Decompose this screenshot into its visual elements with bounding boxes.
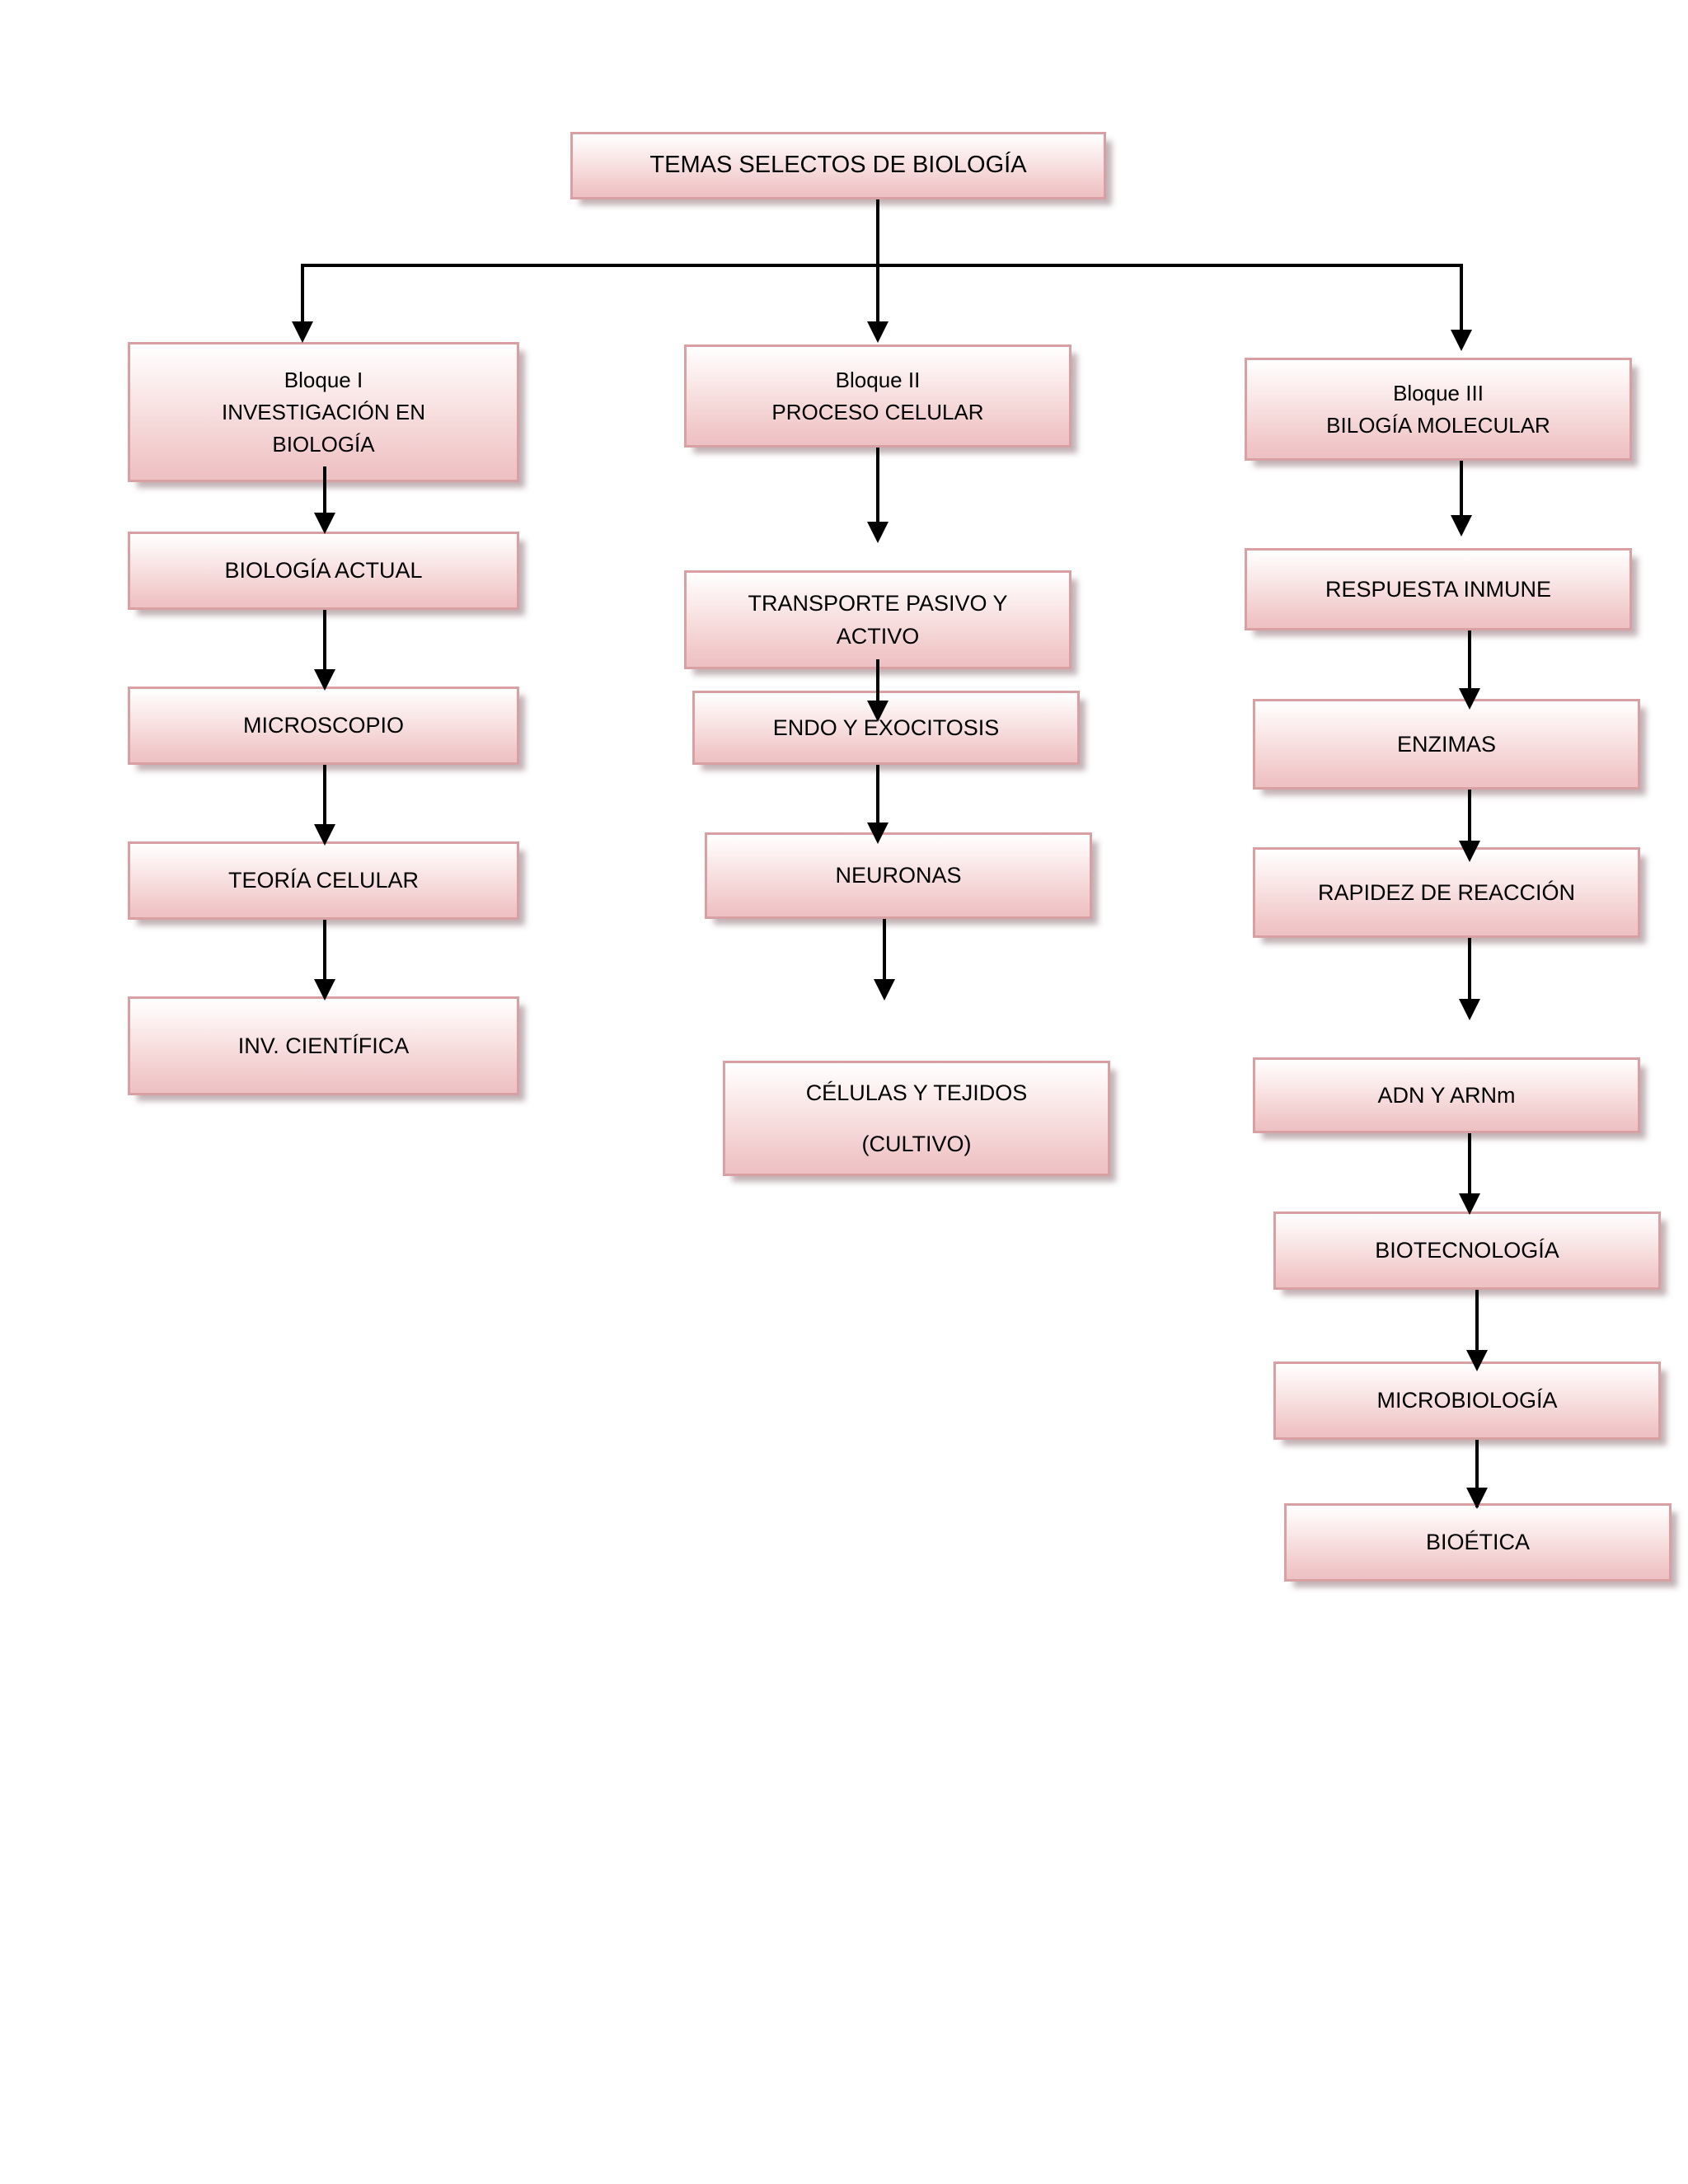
node-label: ENZIMAS xyxy=(1396,731,1496,757)
node-label: INV. CIENTÍFICA xyxy=(237,1033,410,1058)
node-label: RAPIDEZ DE REACCIÓN xyxy=(1317,879,1576,905)
node-label: BIOLOGÍA ACTUAL xyxy=(224,558,423,583)
arrowhead-biologia-actual xyxy=(314,513,335,534)
arrowhead-inv-cientifica xyxy=(314,979,335,1001)
node-label-line-1: Bloque II xyxy=(835,367,921,392)
connector-microscopio-to-teoria-celular xyxy=(323,765,326,834)
connector-endo-to-neuronas xyxy=(876,765,879,831)
node-endo-y-exocitosis[interactable]: ENDO Y EXOCITOSIS xyxy=(692,691,1080,765)
node-label: TEORÍA CELULAR xyxy=(227,868,420,893)
node-microbiologia[interactable]: MICROBIOLOGÍA xyxy=(1273,1361,1661,1440)
node-label-line-1: Bloque I xyxy=(284,367,363,392)
arrowhead-respuesta-inmune xyxy=(1451,515,1472,537)
node-temas-selectos-de-biologia[interactable]: TEMAS SELECTOS DE BIOLOGÍA xyxy=(570,132,1106,199)
connector-title-stem xyxy=(876,199,879,325)
arrowhead-rapidez-de-reaccion xyxy=(1459,841,1480,862)
node-bloque-3-header[interactable]: Bloque III BILOGÍA MOLECULAR xyxy=(1245,358,1632,461)
connector-biologia-actual-to-microscopio xyxy=(323,610,326,679)
connector-respuesta-to-enzimas xyxy=(1468,630,1471,698)
connector-transporte-to-endo-exocitosis xyxy=(876,659,879,709)
connector-teoria-celular-to-inv-cientifica xyxy=(323,920,326,989)
arrowhead-bloque-3 xyxy=(1451,330,1472,351)
node-label: NEURONAS xyxy=(835,863,962,888)
node-enzimas[interactable]: ENZIMAS xyxy=(1253,699,1640,790)
arrowhead-adn-y-arnm xyxy=(1459,999,1480,1020)
node-label: MICROSCOPIO xyxy=(242,713,404,738)
node-adn-y-arnm[interactable]: ADN Y ARNm xyxy=(1253,1057,1640,1133)
node-label: BIOÉTICA xyxy=(1425,1530,1531,1555)
connector-neuronas-to-celulas-tejidos xyxy=(883,919,886,991)
node-label-line-3: BIOLOGÍA xyxy=(272,431,375,457)
arrowhead-celulas-y-tejidos xyxy=(874,979,895,1001)
node-microscopio[interactable]: MICROSCOPIO xyxy=(128,687,519,765)
arrowhead-endo-y-exocitosis xyxy=(867,701,889,722)
arrowhead-bioetica xyxy=(1466,1488,1488,1509)
node-label-line-2: BILOGÍA MOLECULAR xyxy=(1326,412,1550,438)
connector-adn-to-biotecnologia xyxy=(1468,1133,1471,1206)
node-label-line-1: Bloque III xyxy=(1393,380,1484,405)
node-rapidez-de-reaccion[interactable]: RAPIDEZ DE REACCIÓN xyxy=(1253,847,1640,938)
arrowhead-microbiologia xyxy=(1466,1350,1488,1371)
connector-microbiologia-to-bioetica xyxy=(1475,1440,1479,1507)
connector-bloque2-to-transporte xyxy=(876,448,879,532)
node-label-line-1: CÉLULAS Y TEJIDOS xyxy=(805,1080,1028,1105)
node-label-line-2: ACTIVO xyxy=(836,624,920,649)
connector-rapidez-to-adn-arnm xyxy=(1468,938,1471,1014)
arrowhead-teoria-celular xyxy=(314,824,335,846)
node-label-line-1: TRANSPORTE PASIVO Y xyxy=(748,590,1008,616)
arrowhead-microscopio xyxy=(314,669,335,691)
node-celulas-y-tejidos-cultivo[interactable]: CÉLULAS Y TEJIDOS (CULTIVO) xyxy=(723,1061,1110,1176)
node-biotecnologia[interactable]: BIOTECNOLOGÍA xyxy=(1273,1212,1661,1290)
arrowhead-bloque-2 xyxy=(867,321,889,343)
connector-bloque1-to-biologia-actual xyxy=(323,466,326,523)
node-label-line-2: INVESTIGACIÓN EN xyxy=(221,399,426,424)
node-label-line-2: PROCESO CELULAR xyxy=(771,399,984,424)
node-respuesta-inmune[interactable]: RESPUESTA INMUNE xyxy=(1245,548,1632,630)
node-label-line-2: (CULTIVO) xyxy=(861,1132,972,1156)
node-label: RESPUESTA INMUNE xyxy=(1325,576,1552,602)
node-biologia-actual[interactable]: BIOLOGÍA ACTUAL xyxy=(128,532,519,610)
node-bloque-1-header[interactable]: Bloque I INVESTIGACIÓN EN BIOLOGÍA xyxy=(128,342,519,482)
connector-biotecnologia-to-microbiologia xyxy=(1475,1290,1479,1362)
arrowhead-transporte-pasivo-y-activo xyxy=(867,522,889,543)
node-teoria-celular[interactable]: TEORÍA CELULAR xyxy=(128,841,519,920)
connector-bloque3-to-respuesta-inmune xyxy=(1460,461,1463,525)
connector-distribution-bar xyxy=(301,264,1463,267)
node-label: TEMAS SELECTOS DE BIOLOGÍA xyxy=(649,152,1027,179)
node-label: MICROBIOLOGÍA xyxy=(1376,1388,1558,1413)
connector-enzimas-to-rapidez xyxy=(1468,790,1471,857)
node-label: BIOTECNOLOGÍA xyxy=(1375,1238,1559,1263)
connector-branch-bloque-1 xyxy=(301,264,304,328)
node-transporte-pasivo-y-activo[interactable]: TRANSPORTE PASIVO Y ACTIVO xyxy=(684,570,1071,669)
node-inv-cientifica[interactable]: INV. CIENTÍFICA xyxy=(128,996,519,1095)
node-neuronas[interactable]: NEURONAS xyxy=(705,832,1092,919)
connector-branch-bloque-3 xyxy=(1460,264,1463,336)
node-bioetica[interactable]: BIOÉTICA xyxy=(1284,1503,1672,1582)
arrowhead-bloque-1 xyxy=(292,321,313,343)
arrowhead-biotecnologia xyxy=(1459,1193,1480,1215)
arrowhead-enzimas xyxy=(1459,688,1480,710)
arrowhead-neuronas xyxy=(867,823,889,844)
node-bloque-2-header[interactable]: Bloque II PROCESO CELULAR xyxy=(684,344,1071,448)
node-label: ADN Y ARNm xyxy=(1377,1082,1516,1108)
